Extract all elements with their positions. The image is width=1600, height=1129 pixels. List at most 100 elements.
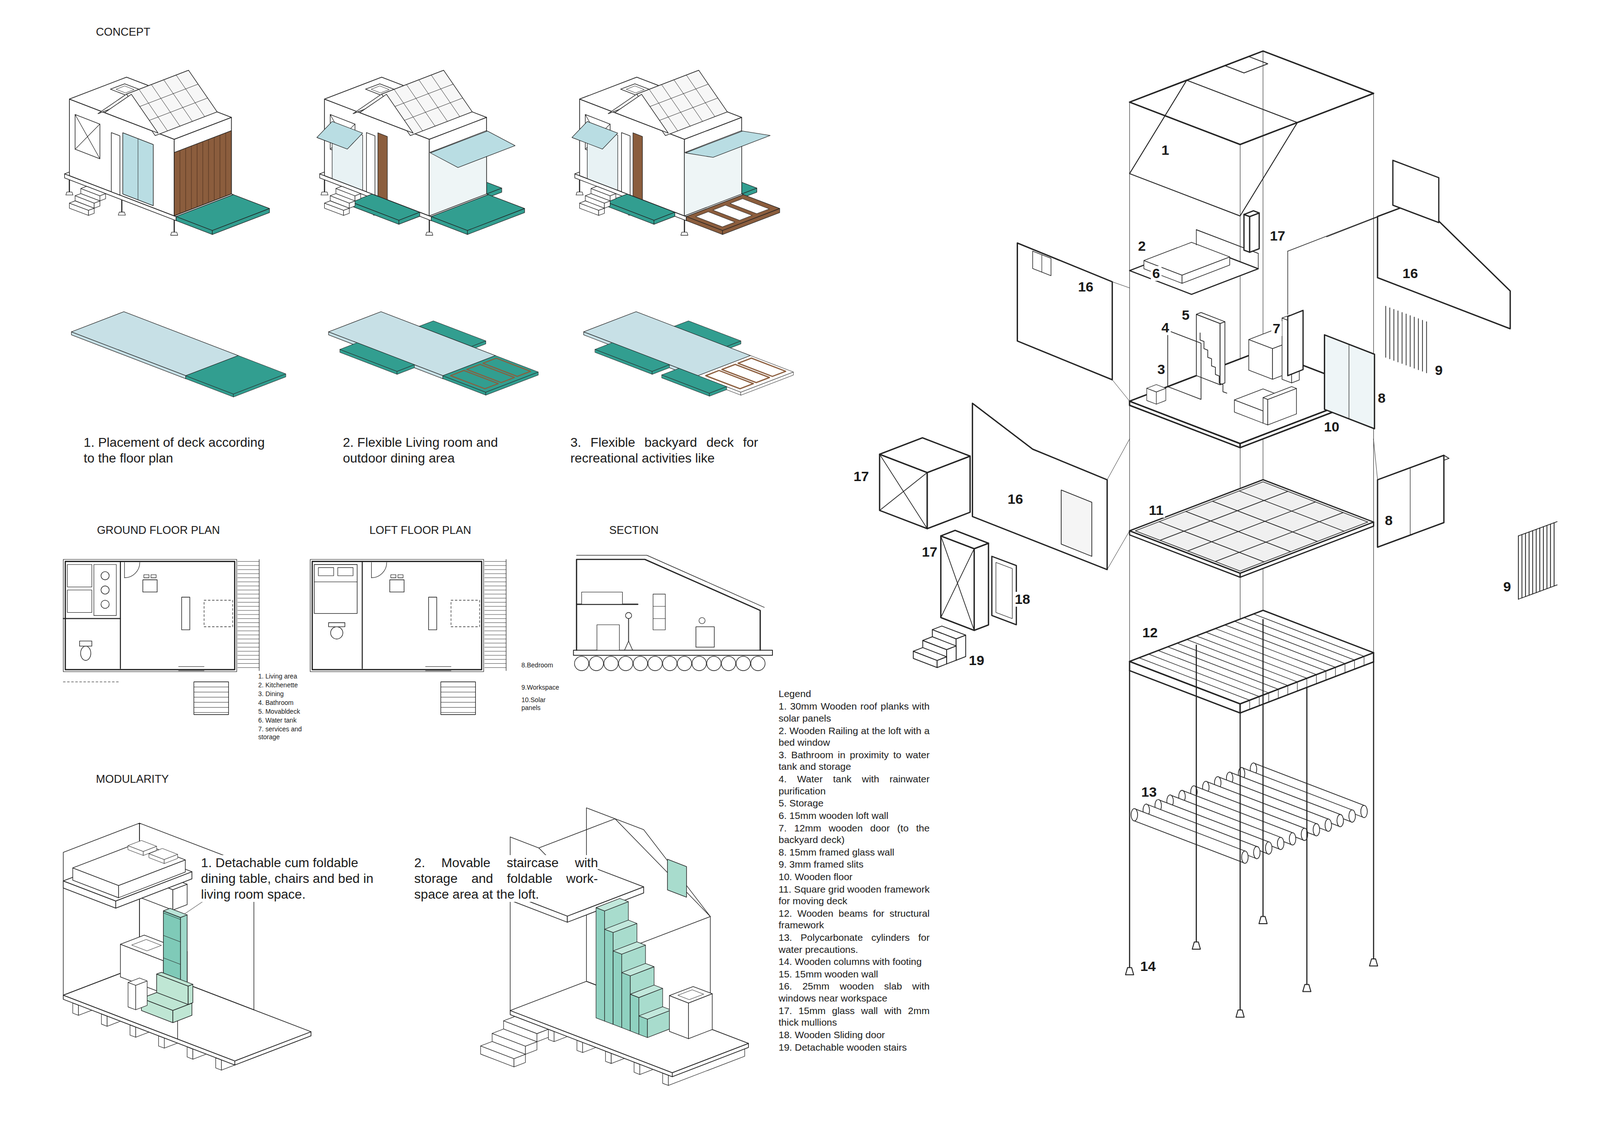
drawn-line (237, 573, 260, 574)
drawn-line (314, 581, 357, 582)
legend-item: 16. 25mm wooden slab with windows near w… (778, 980, 930, 1004)
drawn-line (1426, 321, 1428, 373)
callout-number: 16 (1401, 265, 1420, 281)
drawn-line (1306, 687, 1308, 985)
callout-number: 9 (1433, 362, 1445, 378)
drawn-circle (677, 656, 692, 671)
staircase (1200, 332, 1227, 393)
drawn-shape (595, 907, 605, 1021)
drawn-shape (1017, 242, 1113, 380)
callout-number: 16 (1005, 491, 1025, 507)
drawn-shape (677, 989, 704, 1000)
drawn-shape (1392, 160, 1439, 223)
drawn-line (120, 561, 121, 669)
drawn-line (259, 559, 260, 671)
drawn-shape (430, 131, 516, 168)
drawn-shape (638, 1006, 672, 1019)
drawn-shape (680, 232, 688, 236)
drawn-line (1249, 700, 1250, 710)
drawn-line (484, 618, 506, 619)
drawn-shape (973, 543, 989, 631)
drawn-rect (203, 600, 233, 627)
legend-item: 5. Storage (778, 796, 930, 810)
drawn-shape (377, 132, 387, 200)
drawn-line (440, 691, 476, 693)
drawn-shape (371, 85, 390, 93)
drawn-line (879, 454, 928, 529)
drawn-line (1543, 526, 1544, 590)
drawn-line (1528, 531, 1530, 596)
drawn-line (484, 589, 506, 591)
drawn-shape (604, 929, 614, 1025)
callout-number: 7 (1271, 321, 1283, 336)
drawn-shape (1377, 201, 1511, 329)
drawn-shape (1249, 213, 1259, 253)
drawn-line (1315, 674, 1317, 684)
drawn-line (683, 220, 685, 233)
drawn-line (1524, 533, 1526, 597)
drawn-circle (706, 656, 721, 671)
drawn-shape (163, 908, 188, 918)
drawn-ellipse (1313, 823, 1320, 836)
drawn-line (505, 559, 507, 671)
drawing-title: LOFT FLOOR PLAN (369, 523, 472, 538)
drawn-line (237, 581, 260, 582)
drawn-shape (75, 193, 101, 203)
drawn-line (121, 199, 123, 212)
drawn-line (418, 79, 448, 122)
drawn-line (652, 606, 665, 607)
drawn-shape (127, 982, 136, 1010)
drawn-shape (1377, 455, 1444, 547)
drawn-shape (149, 848, 178, 860)
drawn-circle (101, 585, 110, 595)
drawn-line (237, 638, 260, 639)
drawn-line (237, 610, 260, 611)
drawn-line (484, 667, 506, 668)
drawn-circle (101, 600, 110, 609)
drawn-rect (440, 681, 476, 715)
drawn-shape (575, 191, 583, 196)
drawn-circle (698, 617, 705, 624)
legend-heading: Legend (778, 687, 811, 700)
drawn-line (628, 618, 630, 641)
drawn-circle (101, 571, 110, 580)
drawn-shape (1032, 251, 1052, 276)
drawn-line (193, 712, 229, 713)
drawn-line (484, 593, 506, 595)
drawn-shape (359, 94, 413, 133)
drawn-line (214, 137, 215, 201)
drawn-line (391, 84, 454, 108)
drawn-shape (321, 191, 329, 196)
modularity-caption: 2. Movable staircase with storage and fo… (414, 854, 598, 902)
drawn-rect (428, 596, 437, 630)
drawn-shape (1192, 942, 1201, 949)
drawn-shape (111, 132, 120, 196)
drawn-line (237, 618, 260, 619)
callout-number: 18 (1013, 591, 1032, 607)
callout-number: 17 (920, 544, 939, 560)
callout-number: 16 (1076, 279, 1095, 295)
drawn-line (1422, 320, 1423, 372)
drawn-line (1253, 613, 1365, 657)
drawn-line (484, 577, 506, 578)
drawn-shape (630, 993, 639, 1035)
drawn-line (237, 630, 260, 632)
drawn-ellipse (1241, 850, 1249, 863)
drawn-ellipse (1265, 841, 1272, 854)
drawn-line (1518, 584, 1558, 600)
drawn-shape (170, 232, 178, 236)
drawn-line (425, 666, 451, 667)
legend-item: 1. 30mm Wooden roof planks with solar pa… (778, 700, 930, 724)
drawn-ellipse (1253, 846, 1260, 859)
legend-item: 4. Water tank with rainwater purificatio… (778, 772, 930, 797)
drawn-shape (118, 212, 126, 216)
legend-item: 3. Bathroom in proximity to water tank a… (778, 748, 930, 773)
modularity-caption: 1. Detachable cum foldable dining table,… (201, 854, 383, 902)
drawn-shape (122, 132, 154, 206)
drawn-line (484, 601, 506, 603)
drawn-line (323, 179, 325, 192)
drawn-rect (318, 567, 334, 576)
drawn-line (163, 912, 181, 920)
drawn-line (1306, 677, 1308, 688)
drawn-shape (480, 1041, 526, 1059)
